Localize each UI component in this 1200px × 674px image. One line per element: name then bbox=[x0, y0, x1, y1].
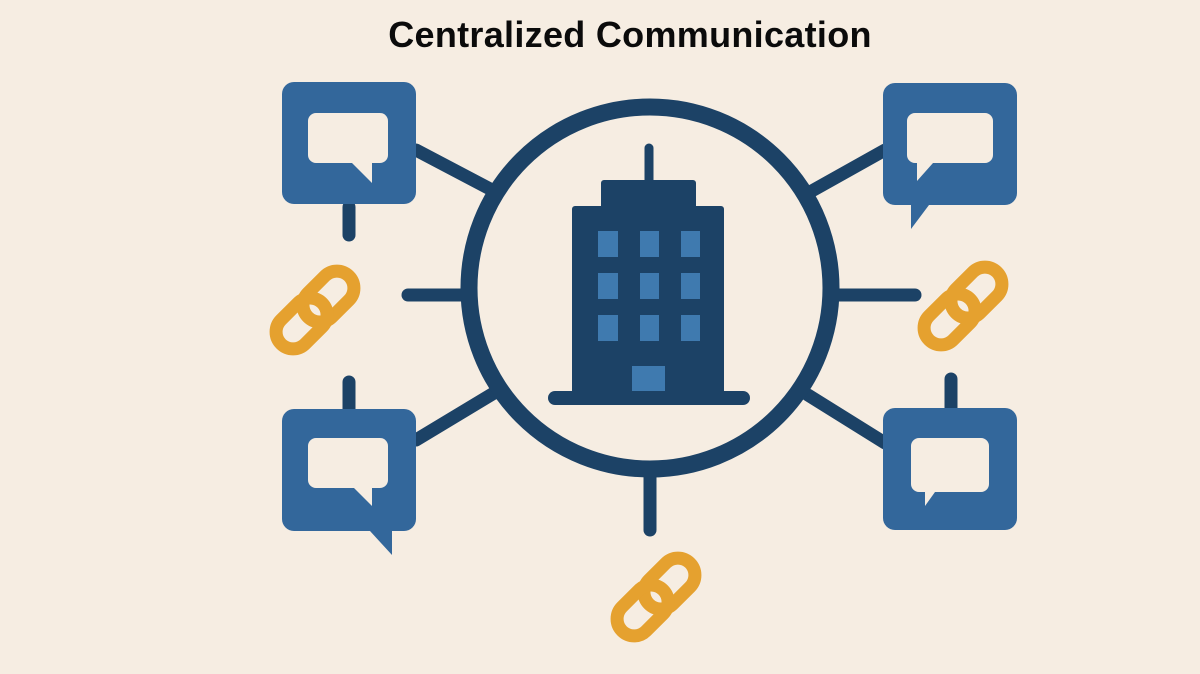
chat-bubble-icon bbox=[911, 438, 989, 506]
chat-node-bottom-left bbox=[282, 409, 416, 555]
chat-node-top-left bbox=[282, 82, 416, 204]
chat-node-top-right bbox=[883, 83, 1017, 229]
connector-top-left bbox=[409, 143, 499, 197]
chat-node-bottom-right bbox=[883, 408, 1017, 530]
connector-bottom-left bbox=[409, 386, 501, 447]
link-chain-icon-right bbox=[917, 260, 1009, 352]
connector-top-right bbox=[803, 143, 892, 199]
building-icon bbox=[548, 143, 750, 405]
chat-bubble-icon bbox=[308, 113, 388, 183]
page-title: Centralized Communication bbox=[388, 14, 872, 55]
building-windows bbox=[598, 231, 700, 391]
chat-bubble-icon bbox=[308, 438, 388, 506]
chat-bubble-icon bbox=[907, 113, 993, 181]
connector-bottom-right bbox=[801, 388, 892, 450]
link-chain-icon-left bbox=[269, 264, 361, 356]
link-chain-icon-bottom bbox=[610, 551, 702, 643]
